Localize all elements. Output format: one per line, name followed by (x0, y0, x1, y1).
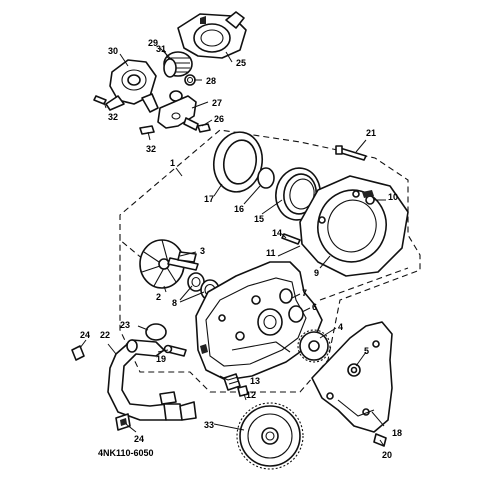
callout-6: 6 (312, 302, 317, 312)
callout-4: 4 (338, 322, 343, 332)
bolt-14 (281, 233, 301, 245)
callout-24-left: 24 (80, 330, 90, 340)
callout-9: 9 (314, 268, 319, 278)
callout-23: 23 (120, 320, 130, 330)
callout-14: 14 (272, 228, 282, 238)
callout-8: 8 (172, 298, 177, 308)
callout-1: 1 (170, 158, 175, 168)
callout-24-bottom: 24 (134, 434, 144, 444)
callout-16: 16 (234, 204, 244, 214)
bearings-6 (279, 288, 304, 323)
callout-32-left: 32 (108, 112, 118, 122)
callout-18: 18 (392, 428, 402, 438)
thermostat-cover (105, 59, 159, 113)
crankcase-cover (195, 261, 323, 381)
gasket-17 (212, 131, 264, 193)
callout-11: 11 (266, 248, 276, 258)
callout-19: 19 (156, 354, 166, 364)
callout-3: 3 (200, 246, 205, 256)
bracket-27 (157, 95, 199, 131)
impeller-cover (299, 175, 409, 277)
callout-5: 5 (364, 346, 369, 356)
callout-17: 17 (204, 194, 214, 204)
callout-15: 15 (254, 214, 264, 224)
thermostat-housing (177, 11, 247, 59)
callout-26: 26 (214, 114, 224, 124)
callout-28: 28 (206, 76, 216, 86)
callout-21: 21 (366, 128, 376, 138)
callout-32-bottom: 32 (146, 144, 156, 154)
bolts-upper (93, 95, 211, 135)
water-pipe-22 (107, 339, 197, 421)
plate-5 (311, 321, 393, 433)
o-ring-28 (184, 74, 196, 86)
callout-22: 22 (100, 330, 110, 340)
diagram-code: 4NK110-6050 (98, 448, 154, 458)
thermostat (163, 51, 193, 78)
fittings-12-13 (223, 373, 249, 397)
bolt-24-left (71, 345, 85, 361)
o-ring-16 (257, 167, 275, 189)
assembly-boundary (119, 129, 421, 393)
gear-4 (297, 329, 331, 363)
callout-20: 20 (382, 450, 392, 460)
bolt-21 (335, 145, 367, 161)
gasket-23 (145, 323, 167, 341)
callout-30: 30 (108, 46, 118, 56)
callout-33: 33 (204, 420, 214, 430)
leader-lines (79, 47, 386, 447)
bolt-19 (163, 344, 187, 357)
callout-27: 27 (212, 98, 222, 108)
callout-10: 10 (388, 192, 398, 202)
clamp-24-bottom (115, 413, 131, 431)
callout-12: 12 (246, 390, 256, 400)
callout-labels: 29 31 30 25 28 27 26 32 32 21 1 17 16 15… (80, 38, 402, 460)
callout-25: 25 (236, 58, 246, 68)
callout-31: 31 (156, 44, 166, 54)
callout-2: 2 (156, 292, 161, 302)
callout-29: 29 (148, 38, 158, 48)
callout-13: 13 (250, 376, 260, 386)
gear-33 (236, 402, 304, 470)
impeller (139, 239, 199, 289)
callout-7: 7 (302, 288, 307, 298)
